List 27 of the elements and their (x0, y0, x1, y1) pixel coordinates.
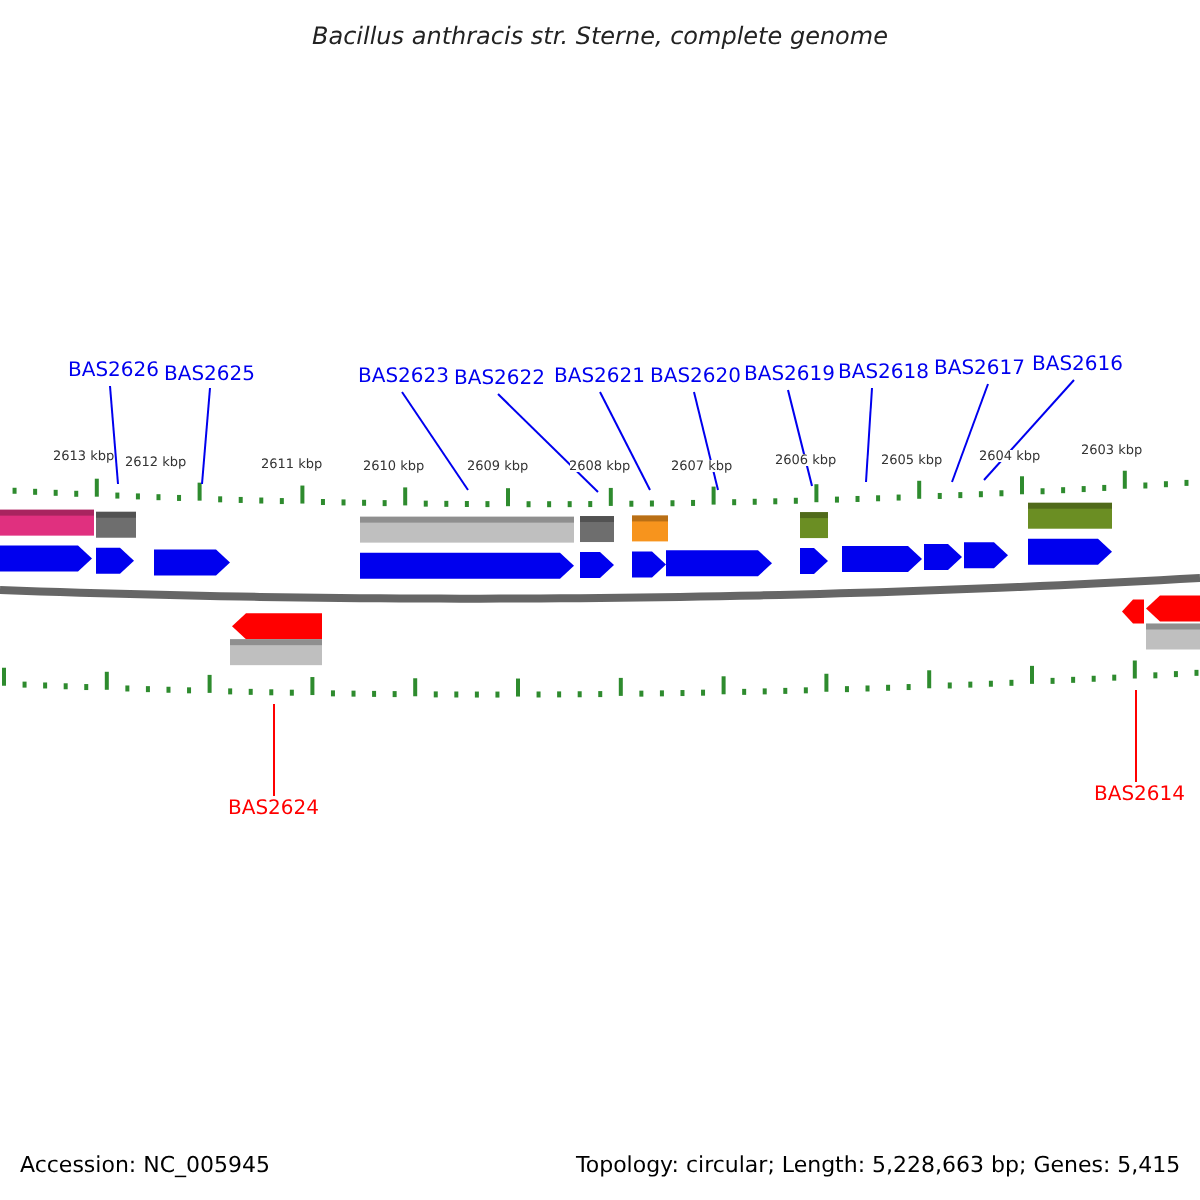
gene-label: BAS2619 (744, 366, 835, 386)
gene-label: BAS2616 (1032, 356, 1123, 376)
gene-label: BAS2625 (164, 366, 255, 386)
leader-line (1135, 689, 1137, 783)
gene-label: BAS2618 (838, 364, 929, 384)
leader-line (983, 379, 1075, 481)
leader-line (693, 391, 719, 491)
leader-line (951, 383, 989, 483)
leader-line (201, 387, 211, 485)
title: Bacillus anthracis str. Sterne, complete genome (312, 24, 888, 48)
leader-line (787, 389, 813, 487)
leader-line (599, 391, 651, 491)
footer-text: Accession: NC_005945 (20, 1153, 271, 1175)
leader-line (865, 387, 873, 483)
gene-label: BAS2626 (68, 362, 159, 382)
leader-line (109, 385, 119, 485)
gene-label: BAS2614 (1094, 786, 1185, 806)
leader-line (497, 393, 599, 493)
gene-label: BAS2621 (554, 368, 645, 388)
gene-label: BAS2622 (454, 370, 545, 390)
footer-text: Topology: circular; Length: 5,228,663 bp; Genes: 5,415 (576, 1153, 1181, 1175)
gene-label: BAS2623 (358, 368, 449, 388)
gene-label: BAS2620 (650, 368, 741, 388)
gene-label: BAS2624 (228, 800, 319, 820)
gene-label: BAS2617 (934, 360, 1025, 380)
leader-line (401, 391, 469, 491)
leader-line (273, 703, 275, 797)
